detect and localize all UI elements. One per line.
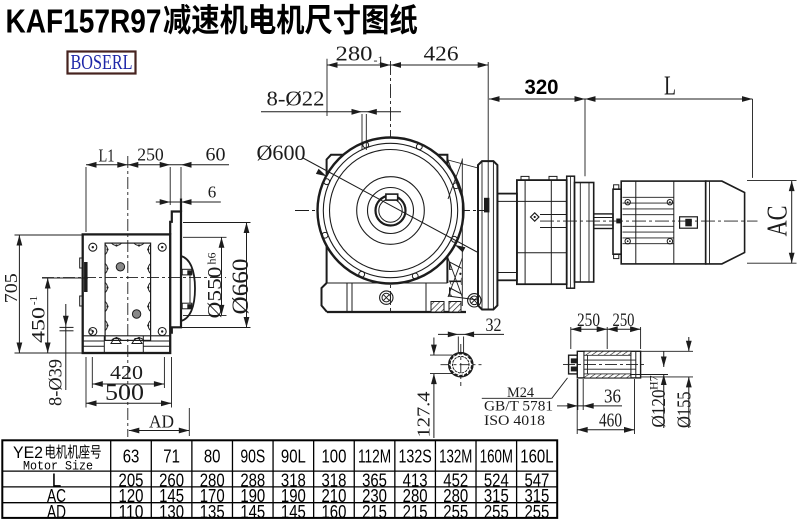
svg-text:M24: M24 <box>507 385 534 401</box>
svg-text:Ø550: Ø550 <box>204 267 226 319</box>
svg-text:280: 280 <box>200 469 225 490</box>
svg-text:8-Ø22: 8-Ø22 <box>267 87 325 111</box>
svg-text:230: 230 <box>362 485 387 506</box>
svg-text:160L: 160L <box>520 445 553 466</box>
svg-text:452: 452 <box>443 469 468 490</box>
svg-text:120: 120 <box>119 485 144 506</box>
svg-text:426: 426 <box>424 42 459 66</box>
svg-text:-1: -1 <box>28 296 40 305</box>
svg-text:110: 110 <box>119 501 144 519</box>
svg-text:280: 280 <box>336 42 373 66</box>
svg-text:BOSERL: BOSERL <box>71 50 133 74</box>
svg-text:160M: 160M <box>480 445 513 466</box>
svg-text:AC: AC <box>763 206 794 237</box>
svg-text:547: 547 <box>524 469 549 490</box>
svg-text:71.7: 71.7 <box>446 261 467 297</box>
svg-text:420: 420 <box>110 362 143 384</box>
svg-text:250: 250 <box>613 310 635 331</box>
svg-text:210: 210 <box>322 485 347 506</box>
svg-text:100: 100 <box>322 445 347 466</box>
svg-text:130: 130 <box>159 501 184 519</box>
svg-text:135: 135 <box>200 501 225 519</box>
svg-text:71: 71 <box>163 445 180 466</box>
svg-text:80: 80 <box>204 445 221 466</box>
svg-text:90S: 90S <box>240 445 265 466</box>
svg-text:Ø155: Ø155 <box>674 392 696 429</box>
svg-text:Ø660: Ø660 <box>228 259 253 315</box>
svg-text:320: 320 <box>525 75 559 99</box>
svg-text:YE2: YE2 <box>13 443 43 462</box>
svg-text:132M: 132M <box>439 445 472 466</box>
svg-text:GB/T 5781: GB/T 5781 <box>484 398 553 414</box>
svg-text:255: 255 <box>524 501 549 519</box>
svg-text:288: 288 <box>240 469 265 490</box>
svg-text:524: 524 <box>484 469 509 490</box>
svg-text:-1: -1 <box>374 53 384 67</box>
svg-text:L: L <box>52 469 62 490</box>
svg-text:170: 170 <box>200 485 225 506</box>
svg-text:AC: AC <box>47 485 66 506</box>
svg-text:AD: AD <box>47 501 66 519</box>
svg-text:145: 145 <box>159 485 184 506</box>
svg-text:ISO 4018: ISO 4018 <box>484 413 545 429</box>
svg-text:280: 280 <box>403 485 428 506</box>
svg-text:205: 205 <box>119 469 144 490</box>
svg-text:H7: H7 <box>647 375 661 390</box>
svg-text:Ø120: Ø120 <box>648 390 670 428</box>
svg-text:60: 60 <box>206 146 226 166</box>
svg-text:190: 190 <box>240 485 265 506</box>
svg-text:32: 32 <box>486 316 502 336</box>
svg-text:L: L <box>664 71 676 101</box>
svg-text:90L: 90L <box>281 445 306 466</box>
svg-text:190: 190 <box>281 485 306 506</box>
svg-text:145: 145 <box>281 501 306 519</box>
svg-text:145: 145 <box>240 501 265 519</box>
svg-text:112M: 112M <box>358 445 391 466</box>
svg-text:Ø600: Ø600 <box>257 140 306 165</box>
svg-text:Motor Size: Motor Size <box>23 459 93 474</box>
svg-text:KAF157R97: KAF157R97 <box>6 3 162 40</box>
svg-text:6: 6 <box>208 183 217 202</box>
svg-text:315: 315 <box>524 485 549 506</box>
svg-text:215: 215 <box>403 501 428 519</box>
svg-text:450: 450 <box>29 307 50 343</box>
svg-text:63: 63 <box>123 445 140 466</box>
svg-text:315: 315 <box>484 485 509 506</box>
svg-text:365: 365 <box>362 469 387 490</box>
svg-text:705: 705 <box>1 273 21 303</box>
svg-text:AD: AD <box>149 412 174 432</box>
svg-text:8-Ø39: 8-Ø39 <box>46 359 67 406</box>
svg-text:L1: L1 <box>99 146 115 166</box>
svg-text:250: 250 <box>577 310 600 331</box>
svg-text:160: 160 <box>322 501 347 519</box>
svg-text:460: 460 <box>599 410 622 432</box>
svg-text:318: 318 <box>322 469 347 490</box>
svg-text:250: 250 <box>137 145 164 165</box>
svg-text:280: 280 <box>443 485 468 506</box>
svg-text:127.4: 127.4 <box>414 392 434 438</box>
svg-text:132S: 132S <box>399 445 432 466</box>
svg-text:36: 36 <box>604 387 621 408</box>
svg-text:h6: h6 <box>205 253 219 265</box>
svg-text:255: 255 <box>443 501 468 519</box>
svg-text:413: 413 <box>403 469 428 490</box>
svg-text:500: 500 <box>105 380 144 405</box>
svg-text:318: 318 <box>281 469 306 490</box>
svg-text:260: 260 <box>159 469 184 490</box>
svg-text:215: 215 <box>362 501 387 519</box>
svg-text:255: 255 <box>484 501 509 519</box>
